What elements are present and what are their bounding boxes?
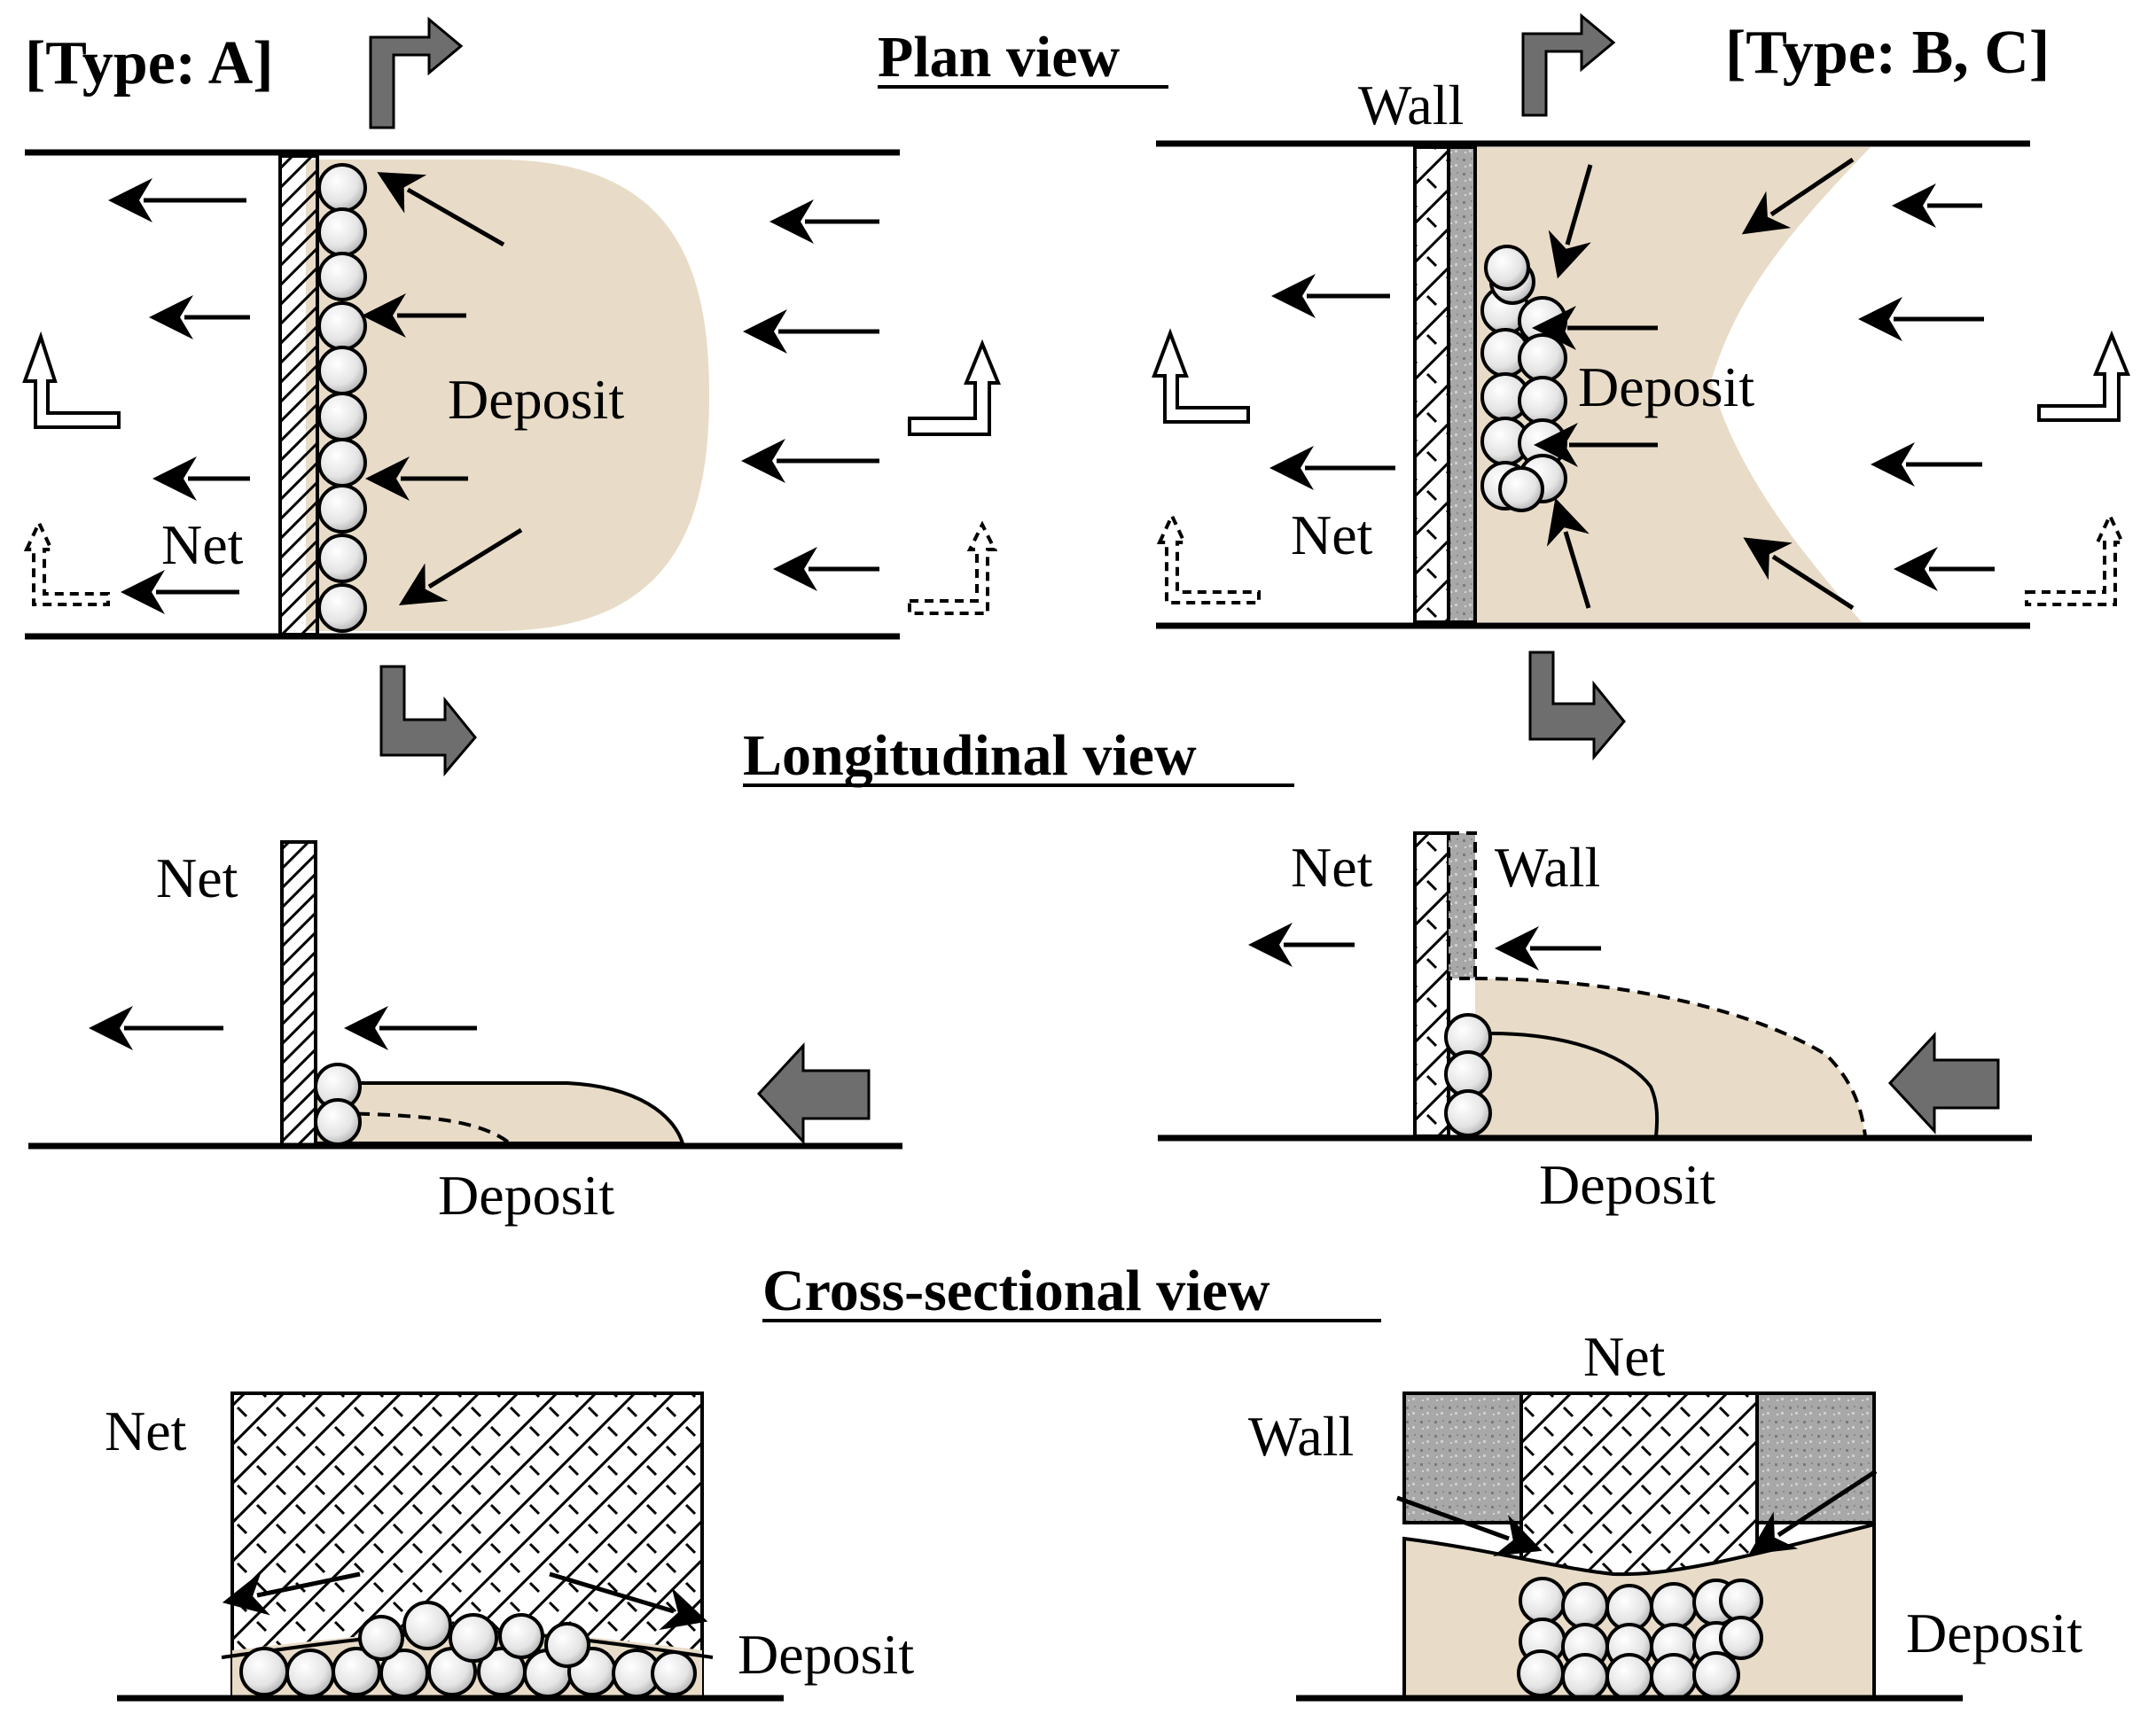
plan-bc-flow-arrows	[1269, 157, 1995, 611]
flow-l-arrow-a-left-icon	[22, 331, 121, 429]
long-a-inflow-arrow-icon	[756, 1042, 871, 1145]
long-a-deposit	[314, 1081, 685, 1145]
plan-bc-deposit-label: Deposit	[1578, 355, 1754, 418]
section-arrow-bc-top-icon	[1521, 12, 1616, 117]
long-bc-wall	[1447, 831, 1477, 980]
plan-a-deposit	[306, 160, 709, 631]
long-bc-net-label: Net	[1291, 836, 1373, 899]
flow-l-arrow-bc-right-icon	[2037, 330, 2130, 422]
flow-l-arrow-a-right-icon	[908, 339, 1001, 436]
longitudinal-type-a: Net Deposit	[28, 840, 902, 1227]
plan-a-deposit-label: Deposit	[448, 368, 624, 431]
longitudinal-type-bc: Net Wall Deposit	[1158, 831, 2032, 1216]
section-arrow-bc-bottom-icon	[1528, 651, 1626, 761]
cross-bc-wall-right	[1755, 1391, 1876, 1524]
cross-a-flow-arrows	[222, 1571, 708, 1631]
cross-bc-wall-left	[1402, 1391, 1523, 1524]
svg-text:Cross-sectional view: Cross-sectional view	[762, 1259, 1270, 1323]
cross-bc-wall-label: Wall	[1248, 1405, 1354, 1468]
long-a-boulders	[314, 1063, 362, 1146]
long-bc-wall-label: Wall	[1495, 836, 1600, 899]
svg-text:Plan view: Plan view	[878, 25, 1120, 90]
long-bc-deposit-label: Deposit	[1539, 1153, 1715, 1216]
cross-bc-deposit-label: Deposit	[1906, 1602, 2082, 1664]
svg-text:Longitudinal view: Longitudinal view	[743, 723, 1197, 788]
long-a-deposit-label: Deposit	[438, 1164, 614, 1227]
cross-a-net-label: Net	[105, 1399, 187, 1462]
plan-a-net	[278, 154, 319, 636]
plan-bc-wall-label: Wall	[1358, 74, 1464, 136]
cross-sectional-view-heading: Cross-sectional view	[762, 1259, 1381, 1323]
plan-bc-boulders	[1480, 245, 1567, 512]
long-a-net-label: Net	[156, 846, 238, 909]
long-a-net	[280, 840, 317, 1147]
long-bc-flow-arrows	[1248, 923, 1601, 971]
section-arrow-a-bottom-icon	[379, 665, 477, 777]
plan-bc-net	[1413, 145, 1450, 624]
cross-a-deposit-label: Deposit	[738, 1623, 914, 1686]
plan-view-type-bc: Deposit Net Wall	[1156, 74, 2030, 629]
long-bc-boulders	[1444, 1013, 1492, 1137]
plan-bc-wall	[1447, 145, 1477, 624]
plan-a-boulders	[317, 163, 367, 633]
cross-section-type-a: Net Deposit	[105, 1391, 914, 1702]
flow-l-arrow-bc-left-icon	[1152, 328, 1250, 424]
section-arrow-a-top-icon	[369, 16, 464, 129]
cross-bc-boulders	[1517, 1577, 1763, 1701]
type-bc-label: [Type: B, C]	[1725, 19, 2050, 87]
dashed-l-arrow-a-left-icon	[23, 518, 110, 606]
type-a-label: [Type: A]	[25, 29, 274, 97]
plan-bc-net-label: Net	[1291, 503, 1373, 566]
plan-view-type-a: Deposit Net	[25, 149, 900, 640]
plan-a-net-label: Net	[161, 513, 244, 576]
dashed-l-arrow-bc-left-icon	[1156, 511, 1261, 604]
dashed-l-arrow-a-right-icon	[908, 520, 998, 615]
long-bc-inflow-arrow-icon	[1887, 1032, 2000, 1134]
long-bc-deposit	[1475, 978, 1865, 1136]
cross-bc-net-label: Net	[1583, 1325, 1666, 1388]
dashed-l-arrow-bc-right-icon	[2025, 511, 2126, 606]
cross-a-boulders	[239, 1601, 697, 1698]
long-bc-net	[1413, 831, 1450, 1138]
plan-a-flow-arrows	[108, 172, 879, 614]
longitudinal-view-heading: Longitudinal view	[743, 723, 1294, 788]
cross-bc-flow-arrows	[1396, 1469, 1878, 1557]
plan-view-heading: Plan view	[878, 25, 1168, 90]
cross-section-type-bc: Net Wall Deposit	[1248, 1325, 2082, 1702]
